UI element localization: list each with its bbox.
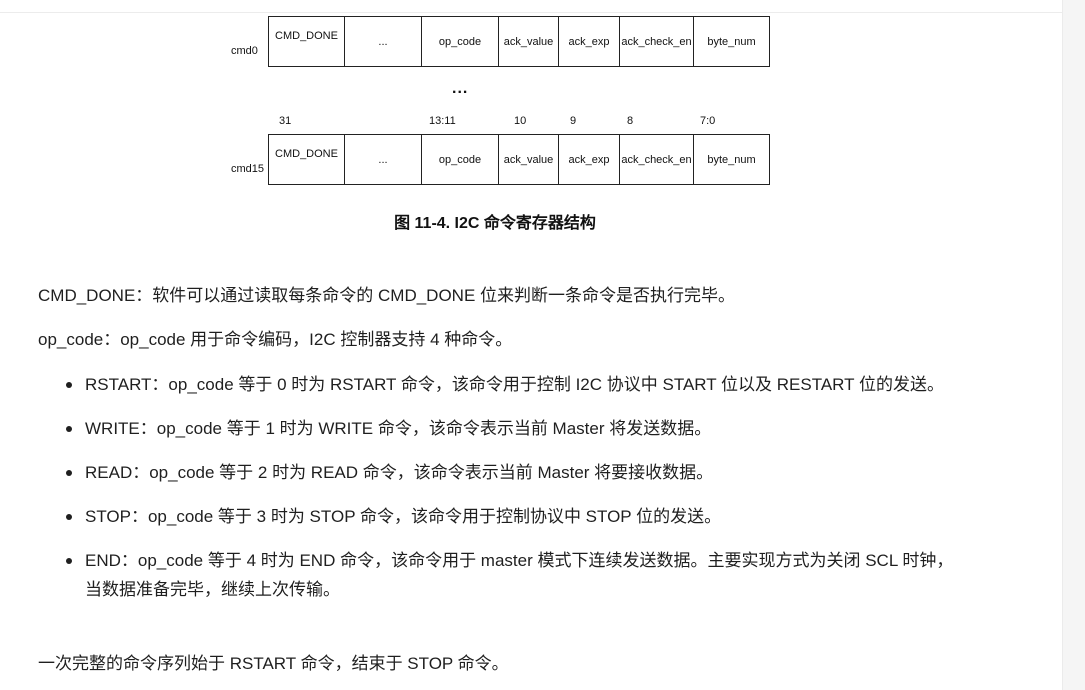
field-ack-exp: ack_exp — [559, 17, 620, 66]
field-cmd-done: CMD_DONE — [269, 135, 345, 184]
command-list: RSTART：op_code 等于 0 时为 RSTART 命令，该命令用于控制… — [66, 370, 966, 619]
bit-position-7-0: 7:0 — [700, 115, 716, 127]
field-byte-num: byte_num — [707, 36, 756, 48]
bit-position-31: 31 — [279, 115, 292, 127]
top-divider — [0, 12, 1085, 13]
bullet-dot-icon — [66, 426, 72, 432]
list-item-text: STOP：op_code 等于 3 时为 STOP 命令，该命令用于控制协议中 … — [85, 507, 722, 526]
register-row-cmd15: CMD_DONE ... op_code ack_value ack_exp a… — [268, 134, 770, 185]
list-item-text: READ：op_code 等于 2 时为 READ 命令，该命令表示当前 Mas… — [85, 463, 714, 482]
scrollbar-track[interactable] — [1062, 0, 1085, 690]
field-ack-check-en: ack_check_en — [620, 135, 694, 184]
bit-position-10: 10 — [514, 115, 527, 127]
register-ellipsis: ... — [452, 80, 469, 97]
field-ack-value: ack_value — [499, 17, 559, 66]
list-item-read: READ：op_code 等于 2 时为 READ 命令，该命令表示当前 Mas… — [66, 458, 966, 487]
figure-caption: 图 11-4. I2C 命令寄存器结构 — [394, 215, 596, 232]
list-item-rstart: RSTART：op_code 等于 0 时为 RSTART 命令，该命令用于控制… — [66, 370, 966, 399]
paragraph-summary: 一次完整的命令序列始于 RSTART 命令，结束于 STOP 命令。 — [38, 654, 509, 673]
field-op-code: op_code — [422, 135, 499, 184]
field-ack-check-en: ack_check_en — [620, 17, 694, 66]
paragraph-cmd-done: CMD_DONE：软件可以通过读取每条命令的 CMD_DONE 位来判断一条命令… — [38, 286, 736, 305]
list-item-write: WRITE：op_code 等于 1 时为 WRITE 命令，该命令表示当前 M… — [66, 414, 966, 443]
bit-position-13-11: 13:11 — [429, 115, 456, 127]
paragraph-op-code: op_code：op_code 用于命令编码，I2C 控制器支持 4 种命令。 — [38, 330, 513, 349]
field-op-code: op_code — [422, 17, 499, 66]
bit-position-8: 8 — [627, 115, 634, 127]
list-item-text: RSTART：op_code 等于 0 时为 RSTART 命令，该命令用于控制… — [85, 375, 944, 394]
field-reserved: ... — [345, 135, 422, 184]
field-byte-num: byte_num — [707, 154, 756, 166]
bullet-dot-icon — [66, 558, 72, 564]
register-row-cmd0: CMD_DONE ... op_code ack_value ack_exp a… — [268, 16, 770, 67]
bullet-dot-icon — [66, 470, 72, 476]
bullet-dot-icon — [66, 514, 72, 520]
list-item-text: WRITE：op_code 等于 1 时为 WRITE 命令，该命令表示当前 M… — [85, 419, 712, 438]
list-item-end: END：op_code 等于 4 时为 END 命令，该命令用于 master … — [66, 546, 966, 604]
bullet-dot-icon — [66, 382, 72, 388]
field-ack-value: ack_value — [499, 135, 559, 184]
list-item-text: END：op_code 等于 4 时为 END 命令，该命令用于 master … — [85, 551, 954, 599]
register-label-cmd15: cmd15 — [231, 163, 265, 175]
field-reserved: ... — [345, 17, 422, 66]
bit-position-9: 9 — [570, 115, 577, 127]
field-ack-exp: ack_exp — [559, 135, 620, 184]
list-item-stop: STOP：op_code 等于 3 时为 STOP 命令，该命令用于控制协议中 … — [66, 502, 966, 531]
field-cmd-done: CMD_DONE — [269, 17, 345, 66]
register-label-cmd0: cmd0 — [231, 45, 258, 57]
